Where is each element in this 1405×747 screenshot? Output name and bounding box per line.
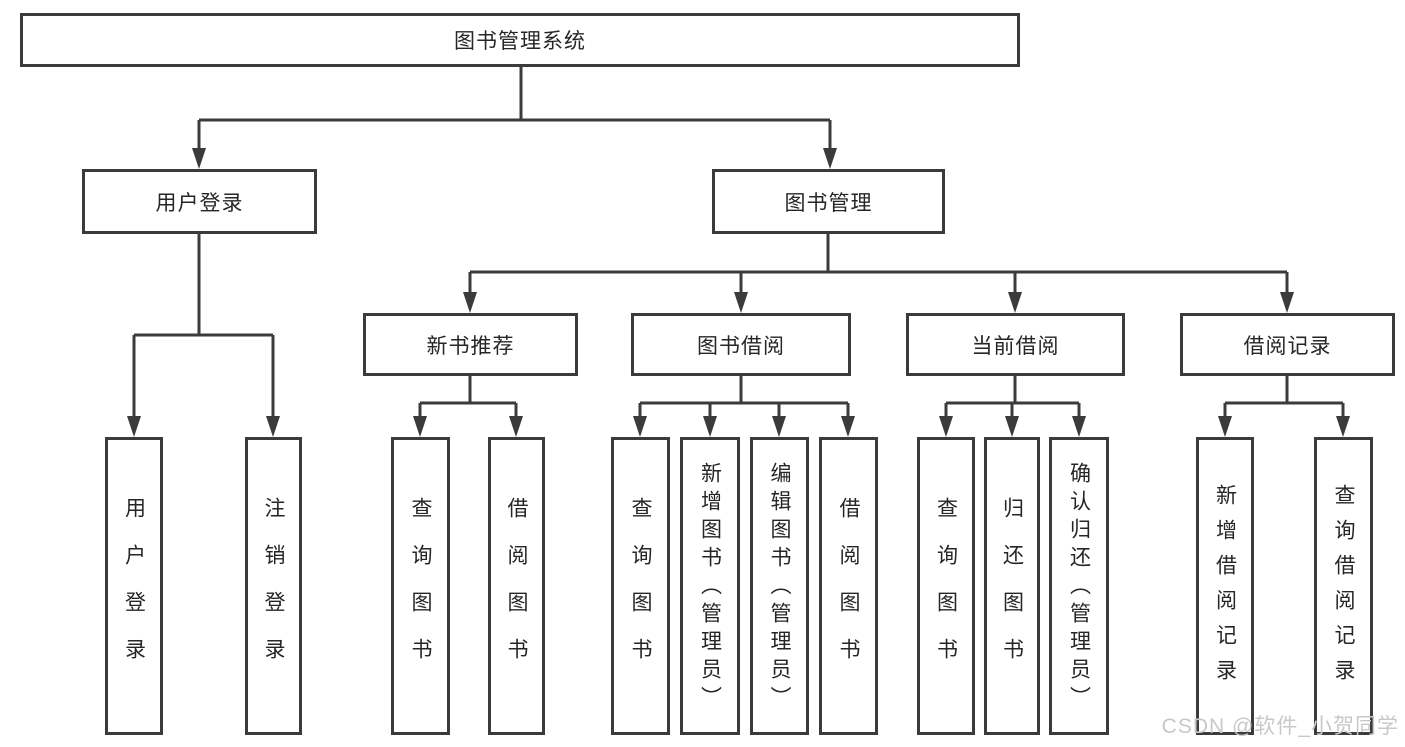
leaf-label: 查询图书 bbox=[629, 497, 652, 685]
node-book-management: 图书管理 bbox=[712, 169, 945, 234]
leaf-query-books-recommend: 查询图书 bbox=[391, 437, 450, 735]
leaf-add-borrow-record: 新增借阅记录 bbox=[1196, 437, 1254, 735]
leaf-label: 查询图书 bbox=[934, 497, 958, 685]
leaf-edit-book-admin: 编辑图书（管理员） bbox=[750, 437, 809, 735]
leaf-query-books-current: 查询图书 bbox=[917, 437, 975, 735]
leaf-label: 新增图书（管理员） bbox=[698, 461, 722, 714]
node-current-borrowing: 当前借阅 bbox=[906, 313, 1125, 376]
csdn-watermark: CSDN @软件_小贺同学 bbox=[1161, 715, 1399, 738]
leaf-label: 用户登录 bbox=[122, 497, 146, 685]
node-label: 当前借阅 bbox=[971, 334, 1060, 358]
leaf-label: 查询图书 bbox=[409, 497, 432, 685]
leaf-logout: 注销登录 bbox=[245, 437, 302, 735]
leaf-label: 确认归还（管理员） bbox=[1067, 461, 1091, 714]
leaf-label: 查询借阅记录 bbox=[1332, 484, 1355, 694]
leaf-add-book-admin: 新增图书（管理员） bbox=[680, 437, 740, 735]
leaf-query-books-borrowing: 查询图书 bbox=[611, 437, 670, 735]
leaf-confirm-return-admin: 确认归还（管理员） bbox=[1049, 437, 1109, 735]
leaf-label: 归还图书 bbox=[1000, 497, 1024, 685]
leaf-query-borrow-record: 查询借阅记录 bbox=[1314, 437, 1373, 735]
leaf-label: 借阅图书 bbox=[837, 497, 860, 685]
leaf-label: 借阅图书 bbox=[505, 497, 528, 685]
leaf-borrow-books: 借阅图书 bbox=[819, 437, 878, 735]
leaf-user-login: 用户登录 bbox=[105, 437, 163, 735]
node-new-book-recommend: 新书推荐 bbox=[363, 313, 578, 376]
leaf-label: 编辑图书（管理员） bbox=[768, 461, 791, 714]
node-borrow-records: 借阅记录 bbox=[1180, 313, 1395, 376]
node-library-system: 图书管理系统 bbox=[20, 13, 1020, 67]
node-label: 新书推荐 bbox=[426, 334, 515, 358]
arrowheads bbox=[127, 148, 1350, 437]
node-label: 图书管理系统 bbox=[454, 30, 586, 53]
leaf-label: 新增借阅记录 bbox=[1213, 484, 1237, 694]
leaf-label: 注销登录 bbox=[262, 497, 285, 685]
node-user-login: 用户登录 bbox=[82, 169, 317, 234]
node-label: 用户登录 bbox=[155, 191, 244, 215]
leaf-borrow-books-recommend: 借阅图书 bbox=[488, 437, 545, 735]
leaf-return-book: 归还图书 bbox=[984, 437, 1040, 735]
node-label: 图书借阅 bbox=[697, 334, 785, 358]
node-book-borrowing: 图书借阅 bbox=[631, 313, 851, 376]
node-label: 借阅记录 bbox=[1243, 334, 1332, 358]
node-label: 图书管理 bbox=[784, 191, 873, 215]
